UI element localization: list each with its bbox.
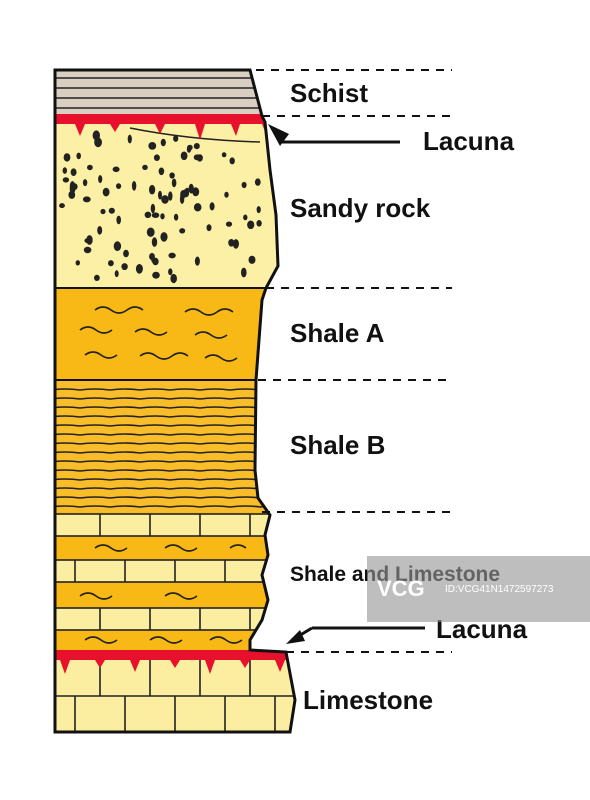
shale-b-layer bbox=[55, 379, 291, 512]
shale-a-layer bbox=[55, 287, 290, 380]
shale-a-label: Shale A bbox=[290, 318, 385, 348]
shale-b-label: Shale B bbox=[290, 430, 386, 460]
boundary-dashed-lines bbox=[256, 69, 452, 653]
lacuna-bottom-band bbox=[55, 650, 295, 674]
schist-layer bbox=[55, 70, 290, 118]
schist-label: Schist bbox=[290, 78, 369, 108]
sandy-rock-dots bbox=[59, 130, 262, 284]
watermark: VCG ID:VCG41N1472597273 bbox=[367, 556, 590, 622]
watermark-logo: VCG bbox=[377, 576, 425, 601]
sandy-rock-layer bbox=[55, 118, 290, 288]
watermark-id: ID:VCG41N1472597273 bbox=[445, 584, 554, 595]
lacuna-bottom-arrow bbox=[286, 626, 425, 644]
shale-and-limestone-layer bbox=[55, 512, 291, 652]
sandy-rock-label: Sandy rock bbox=[290, 193, 431, 223]
limestone-label: Limestone bbox=[303, 685, 434, 715]
lacuna-top-label: Lacuna bbox=[423, 126, 515, 156]
lacuna-top-arrow bbox=[268, 124, 400, 146]
lacuna-top-band bbox=[55, 114, 290, 140]
